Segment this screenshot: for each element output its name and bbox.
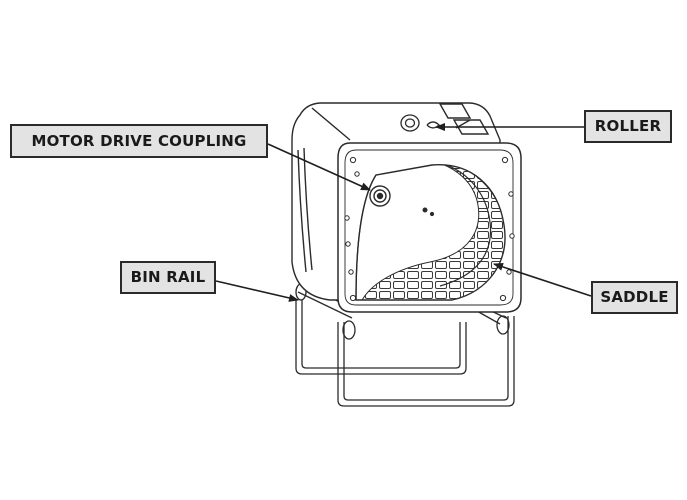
stand-frame — [295, 300, 515, 407]
leader-saddle — [493, 263, 592, 297]
motor-drive-coupling — [369, 185, 435, 217]
callout-bin-rail: BIN RAIL — [120, 261, 216, 294]
frame-fasteners — [344, 156, 515, 302]
callout-saddle: SADDLE — [591, 281, 678, 314]
callout-roller: ROLLER — [584, 110, 672, 143]
leader-lines — [215, 123, 592, 302]
drum-opening — [355, 164, 506, 301]
leader-bin-rail — [215, 280, 299, 302]
callout-motor-drive-coupling: MOTOR DRIVE COUPLING — [10, 124, 268, 158]
leader-motor-drive-coupling — [267, 143, 371, 191]
